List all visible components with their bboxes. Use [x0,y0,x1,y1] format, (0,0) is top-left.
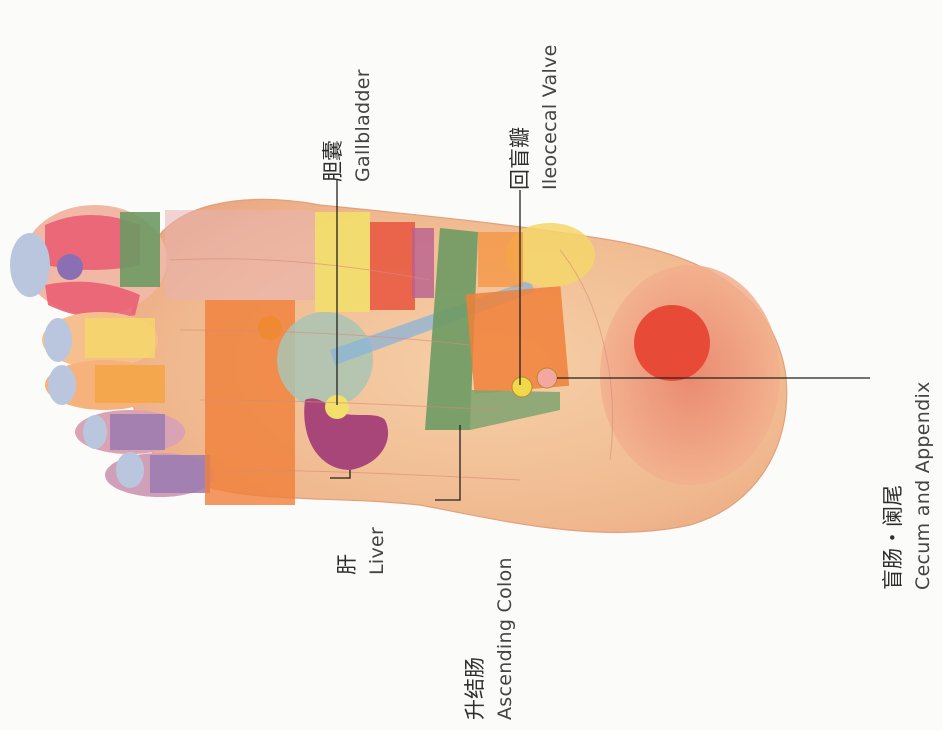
label-gallbladder: 胆囊 Gallbladder [318,69,378,182]
label-liver: 肝 Liver [332,527,392,575]
zone-cecum [537,368,557,388]
zone-purple-band [412,228,434,298]
zone-ileocecal-valve [512,377,532,397]
zone-yellow-band [315,212,370,312]
zone-heel-spot [634,305,710,381]
label-cecum-cn: 盲肠・阑尾 [881,485,905,590]
label-ileocecal-en: Ileocecal Valve [535,44,565,190]
label-liver-cn: 肝 [335,554,359,575]
zone-lung [277,312,373,408]
label-ascending-colon-en: Ascending Colon [490,557,520,720]
label-ileocecal-valve: 回盲瓣 Ileocecal Valve [505,44,565,190]
zone-small-orange [258,316,282,340]
third-toe [45,360,165,410]
label-gallbladder-en: Gallbladder [348,69,378,182]
zone-orange-top [478,232,523,287]
zone-red-band [370,222,415,310]
label-liver-en: Liver [362,527,392,575]
little-toe [105,452,215,497]
label-cecum-en: Cecum and Appendix [908,381,938,590]
label-ascending-colon: 升结肠 Ascending Colon [460,557,520,720]
fourth-toe [75,410,185,454]
label-gallbladder-cn: 胆囊 [321,140,345,182]
label-cecum-appendix: 盲肠・阑尾 Cecum and Appendix [878,381,938,590]
second-toe [42,312,158,368]
label-ileocecal-cn: 回盲瓣 [508,127,532,190]
label-ascending-colon-cn: 升结肠 [463,657,487,720]
zone-pink-band [165,210,315,300]
